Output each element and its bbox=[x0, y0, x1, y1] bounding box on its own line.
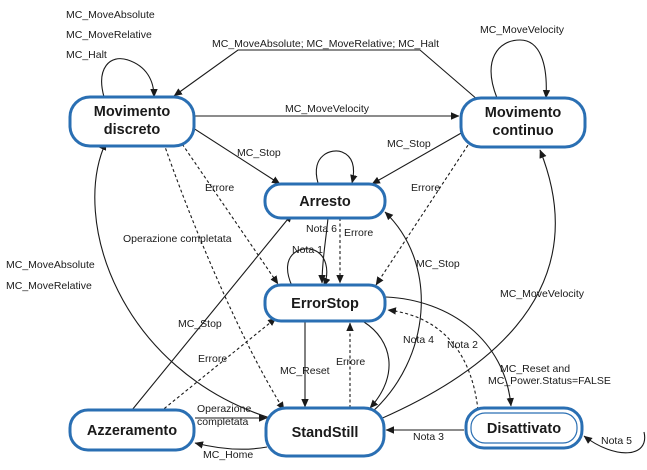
state-errorstop-label: ErrorStop bbox=[291, 296, 359, 312]
label-discreto-to-continuo: MC_MoveVelocity bbox=[285, 103, 370, 115]
label-operazione-completata: Operazione completata bbox=[123, 233, 232, 245]
edge-self-discreto bbox=[101, 58, 158, 98]
state-azzeramento: Azzeramento bbox=[68, 408, 196, 452]
label-errorstop-to-standstill: MC_Reset bbox=[280, 365, 330, 377]
label-arresto-errore: Errore bbox=[344, 227, 373, 239]
state-standstill: StandStill bbox=[264, 406, 386, 458]
label-self-discreto-2: MC_MoveRelative bbox=[66, 29, 152, 41]
edge-arresto-to-standstill bbox=[318, 217, 329, 284]
label-azzeramento-to-arresto: MC_Stop bbox=[178, 318, 222, 330]
state-disattivato-label: Disattivato bbox=[487, 421, 561, 437]
label-standstill-to-discreto-1: MC_MoveAbsolute bbox=[6, 259, 95, 271]
edge-standstill-to-azzeramento bbox=[194, 441, 268, 450]
label-standstill-to-arresto: MC_Stop bbox=[416, 258, 460, 270]
label-azzeramento-to-standstill-2: completata bbox=[197, 416, 249, 428]
state-movimento-discreto-line1: Movimento bbox=[94, 104, 171, 120]
label-discreto-errore: Errore bbox=[205, 182, 234, 194]
label-nota5: Nota 5 bbox=[601, 435, 632, 447]
state-movimento-discreto: Movimento discreto bbox=[68, 95, 196, 148]
edge-standstill-to-continuo bbox=[377, 149, 556, 421]
label-standstill-to-azzeramento: MC_Home bbox=[203, 449, 253, 461]
label-azzeramento-errore: Errore bbox=[198, 353, 227, 365]
edge-disattivato-to-errorstop bbox=[387, 307, 479, 411]
state-errorstop: ErrorStop bbox=[263, 283, 387, 323]
label-self-continuo: MC_MoveVelocity bbox=[480, 24, 565, 36]
label-nota4: Nota 4 bbox=[403, 334, 434, 346]
edge-self-continuo bbox=[490, 39, 551, 99]
state-azzeramento-label: Azzeramento bbox=[87, 423, 177, 439]
edge-errorstop-to-standstill-nota4 bbox=[363, 321, 390, 409]
state-movimento-continuo-line1: Movimento bbox=[485, 105, 562, 121]
label-continuo-to-discreto: MC_MoveAbsolute; MC_MoveRelative; MC_Hal… bbox=[212, 38, 439, 50]
edge-azzeramento-to-arresto bbox=[131, 213, 293, 411]
label-self-discreto-1: MC_MoveAbsolute bbox=[66, 9, 155, 21]
edge-discreto-to-errorstop bbox=[175, 134, 279, 285]
edge-discreto-to-arresto bbox=[189, 125, 281, 185]
label-errorstop-to-disattivato-2: MC_Power.Status=FALSE bbox=[488, 375, 611, 387]
label-standstill-to-continuo: MC_MoveVelocity bbox=[500, 288, 585, 300]
label-nota3: Nota 3 bbox=[413, 431, 444, 443]
edge-nota5 bbox=[583, 431, 646, 454]
edge-continuo-to-arresto bbox=[371, 127, 471, 185]
edge-errorstop-to-disattivato bbox=[385, 296, 514, 407]
label-standstill-to-discreto-2: MC_MoveRelative bbox=[6, 280, 92, 292]
edge-standstill-to-arresto bbox=[371, 211, 422, 413]
state-standstill-label: StandStill bbox=[292, 425, 359, 441]
label-nota2: Nota 2 bbox=[447, 339, 478, 351]
state-arresto: Arresto bbox=[263, 182, 387, 220]
label-nota1: Nota 1 bbox=[292, 244, 323, 256]
edge-self-errorstop bbox=[286, 248, 331, 287]
label-azzeramento-to-standstill-1: Operazione bbox=[197, 403, 251, 415]
state-arresto-label: Arresto bbox=[299, 194, 351, 210]
edge-discreto-to-standstill bbox=[161, 137, 285, 411]
edge-standstill-to-discreto bbox=[94, 141, 271, 419]
label-errorstop-to-disattivato-1: MC_Reset and bbox=[500, 363, 570, 375]
label-self-discreto-3: MC_Halt bbox=[66, 49, 107, 61]
label-nota6: Nota 6 bbox=[306, 223, 337, 235]
label-continuo-to-arresto: MC_Stop bbox=[387, 138, 431, 150]
state-disattivato: Disattivato bbox=[464, 406, 584, 450]
label-continuo-errore: Errore bbox=[411, 182, 440, 194]
label-standstill-errore: Errore bbox=[336, 356, 365, 368]
edge-self-arresto bbox=[315, 150, 358, 184]
state-movimento-continuo: Movimento continuo bbox=[459, 96, 587, 149]
state-movimento-discreto-line2: discreto bbox=[104, 122, 161, 138]
edge-azzeramento-to-errorstop bbox=[159, 317, 277, 413]
edge-continuo-to-discreto bbox=[173, 49, 479, 101]
edge-continuo-to-errorstop bbox=[375, 135, 475, 286]
label-discreto-to-arresto: MC_Stop bbox=[237, 147, 281, 159]
state-movimento-continuo-line2: continuo bbox=[492, 123, 553, 139]
